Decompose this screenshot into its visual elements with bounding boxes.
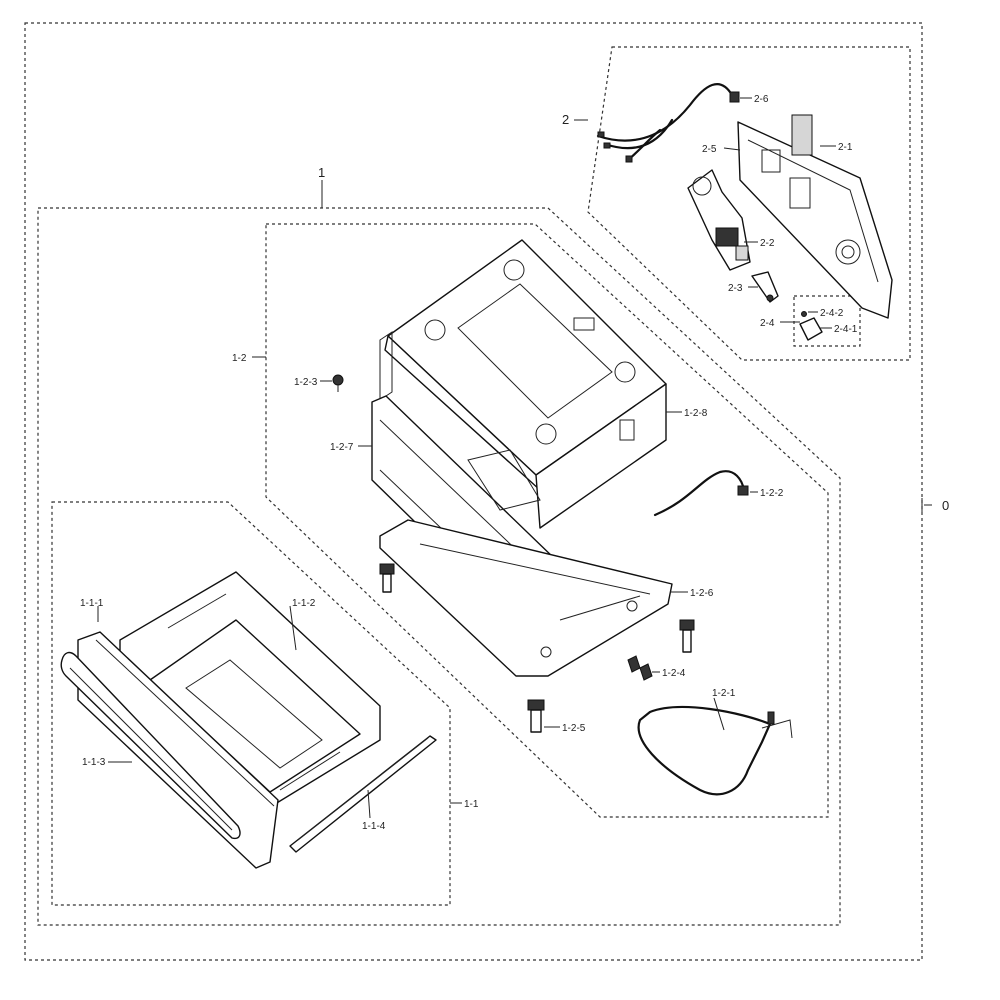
drawer-front-panel-1-1-1: [77, 631, 279, 869]
label-2-4-2: 2-4-2: [820, 308, 844, 319]
label-0: 0: [942, 498, 949, 513]
label-1-2-1: 1-2-1: [712, 688, 736, 699]
label-1-2-4: 1-2-4: [662, 668, 686, 679]
label-2-6: 2-6: [754, 94, 769, 105]
label-2-1: 2-1: [838, 142, 853, 153]
top-cover-plate-1-2-8: [379, 239, 667, 529]
heater-element-1-2-1: [637, 706, 793, 796]
control-bracket-2-5: [737, 114, 893, 319]
drawer-handle-1-1-3: [60, 651, 241, 840]
label-1-1-4: 1-1-4: [362, 821, 386, 832]
label-2-4-1: 2-4-1: [834, 324, 858, 335]
clips-1-2-4: [627, 655, 653, 681]
drawer-rail-1-1-4: [289, 735, 437, 853]
label-1-2-5: 1-2-5: [562, 723, 586, 734]
connector-part-2-4: [799, 311, 823, 341]
label-2-4: 2-4: [760, 318, 775, 329]
leveling-foot-right: [679, 619, 695, 653]
assembly-2-boundary: [587, 46, 911, 361]
label-1-1: 1-1: [464, 799, 479, 810]
label-1-2-7: 1-2-7: [330, 442, 354, 453]
label-1-1-2: 1-1-2: [292, 598, 316, 609]
assembly-1-1-boundary: [51, 501, 451, 906]
label-2-5: 2-5: [702, 144, 717, 155]
screw-1-2-3: [332, 374, 344, 392]
assembly-1-2-boundary: [265, 223, 829, 818]
leader-lines: [97, 97, 932, 819]
label-1-2-6: 1-2-6: [690, 588, 714, 599]
label-2-3: 2-3: [728, 283, 743, 294]
assembly-2-4-boundary: [793, 295, 861, 347]
label-2: 2: [562, 112, 569, 127]
label-2-2: 2-2: [760, 238, 775, 249]
selector-knob-assembly-2-2: [687, 169, 751, 271]
wire-harness-2-6: [596, 83, 740, 163]
label-1-1-3: 1-1-3: [82, 757, 106, 768]
wire-1-2-2: [653, 470, 749, 517]
label-1-2: 1-2: [232, 353, 247, 364]
assembly-0-boundary: [24, 22, 923, 961]
label-1: 1: [318, 165, 325, 180]
leveling-foot-1-2-5: [527, 699, 545, 733]
leveling-foot-left: [379, 563, 395, 593]
label-1-2-8: 1-2-8: [684, 408, 708, 419]
label-1-1-1: 1-1-1: [80, 598, 104, 609]
label-1-2-2: 1-2-2: [760, 488, 784, 499]
label-1-2-3: 1-2-3: [294, 377, 318, 388]
assembly-1-boundary: [37, 207, 841, 926]
connector-part-2-3: [751, 271, 779, 303]
base-frame-1-2-6: [379, 449, 673, 677]
